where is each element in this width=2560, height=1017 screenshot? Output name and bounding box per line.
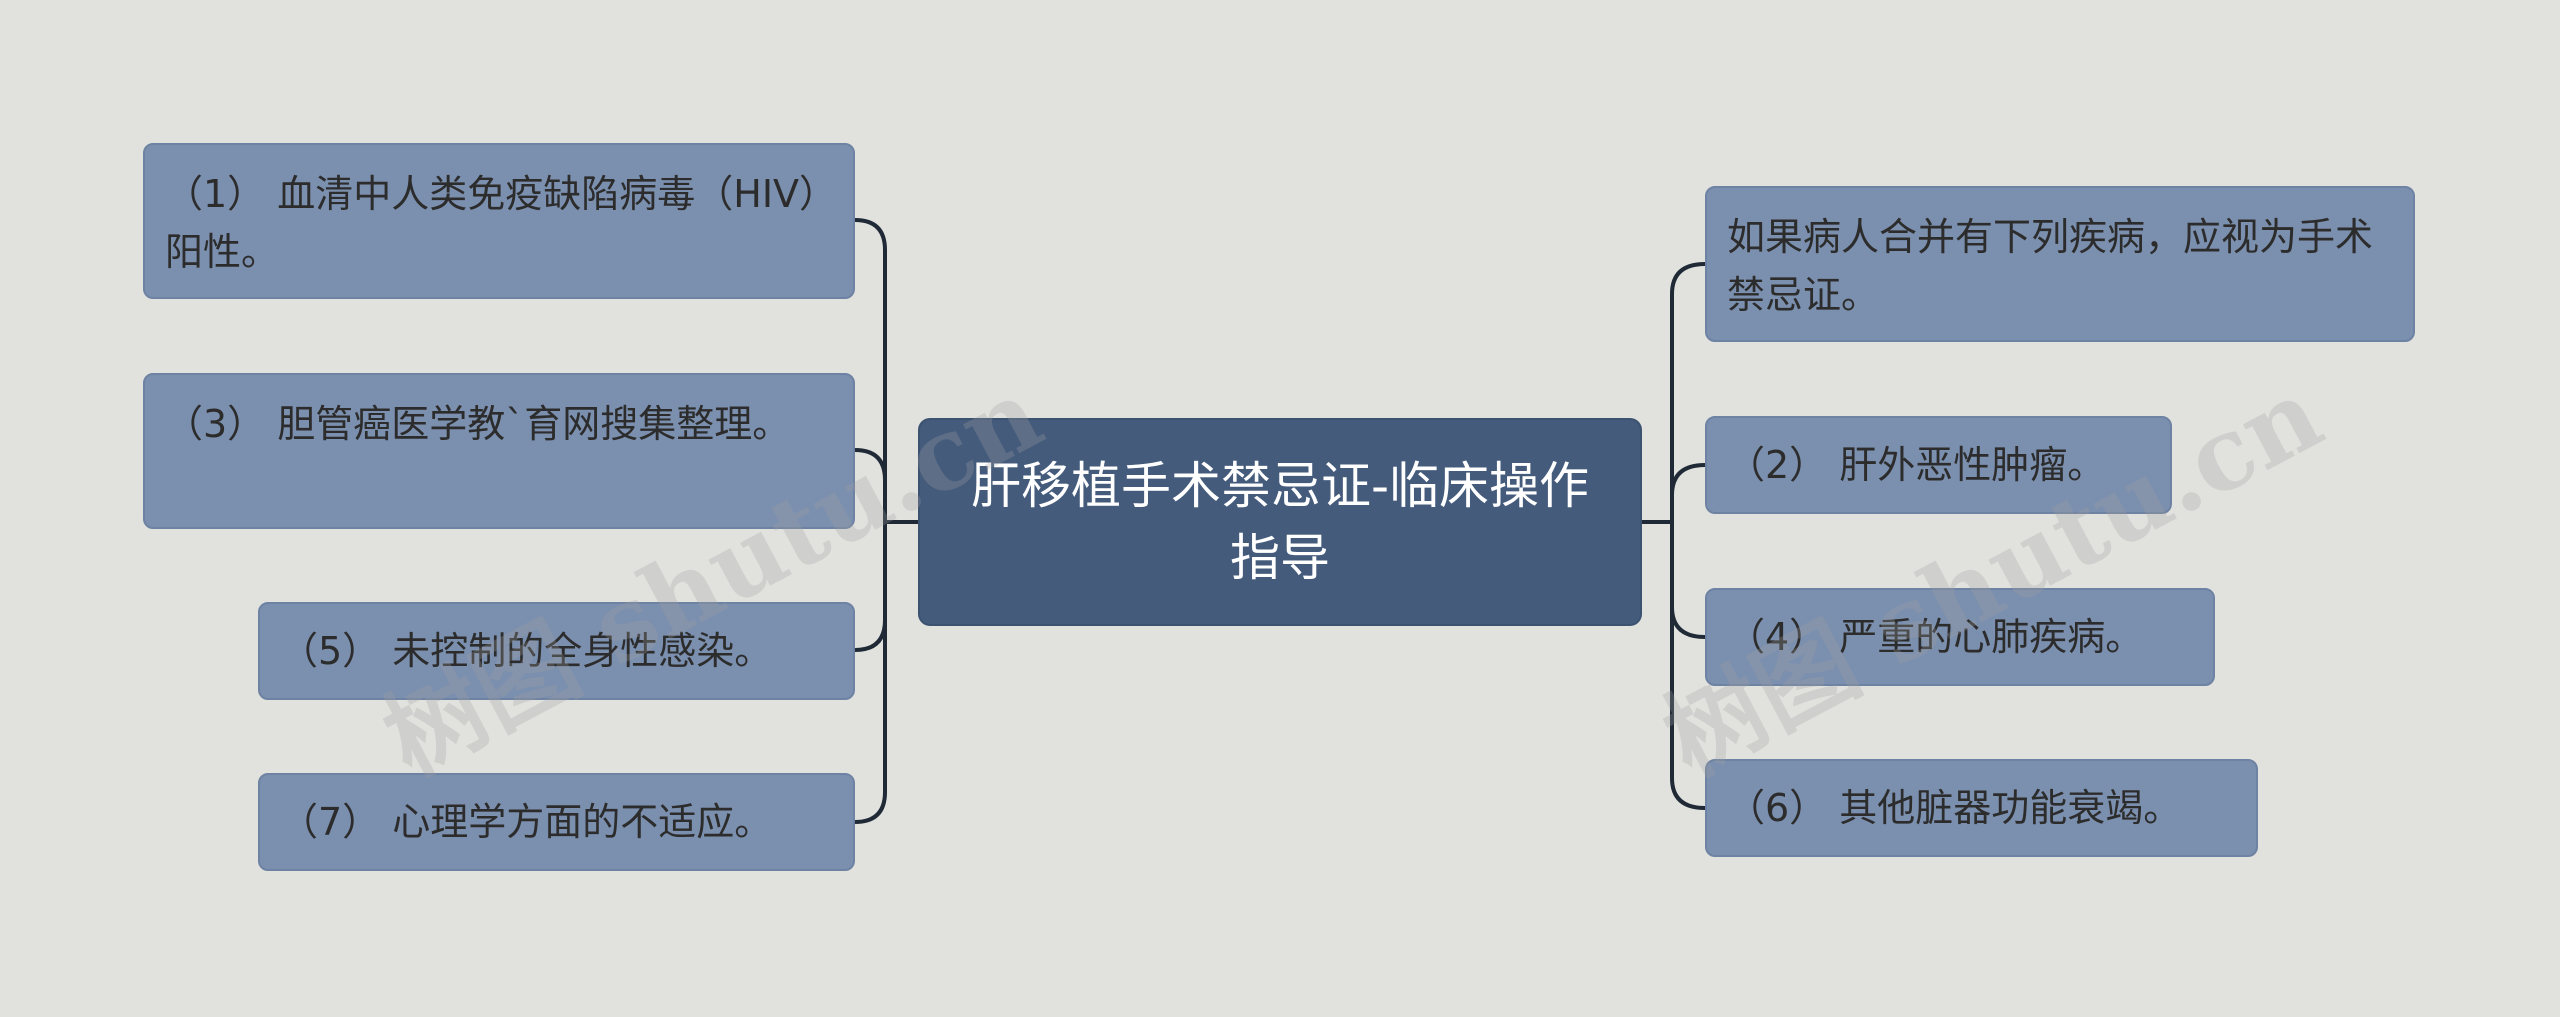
connector-left-3: [853, 448, 887, 524]
left-node-7[interactable]: （7） 心理学方面的不适应。: [258, 773, 855, 871]
connector-right-4: [1670, 520, 1707, 639]
connector-right-6: [1670, 520, 1707, 810]
right-node-6[interactable]: （6） 其他脏器功能衰竭。: [1705, 759, 2258, 857]
right-node-4[interactable]: （4） 严重的心肺疾病。: [1705, 588, 2215, 686]
left-node-3-text: （3） 胆管癌医学教`育网搜集整理。: [165, 402, 791, 446]
connector-right-0: [1670, 262, 1707, 524]
connector-right-2: [1670, 463, 1707, 524]
right-node-intro-text: 如果病人合并有下列疾病，应视为手术禁忌证。: [1727, 215, 2374, 317]
connector-left-7: [853, 520, 887, 824]
right-node-intro[interactable]: 如果病人合并有下列疾病，应视为手术禁忌证。: [1705, 186, 2415, 342]
right-node-2[interactable]: （2） 肝外恶性肿瘤。: [1705, 416, 2172, 514]
right-node-2-text: （2） 肝外恶性肿瘤。: [1727, 443, 2106, 487]
left-node-3[interactable]: （3） 胆管癌医学教`育网搜集整理。: [143, 373, 855, 529]
root-title: 肝移植手术禁忌证-临床操作指导: [970, 457, 1590, 587]
right-node-6-text: （6） 其他脏器功能衰竭。: [1727, 786, 2182, 830]
connector-left-5: [853, 520, 887, 652]
left-node-1-text: （1） 血清中人类免疫缺陷病毒（HIV）阳性。: [165, 172, 819, 274]
left-node-5-text: （5） 未控制的全身性感染。: [280, 629, 773, 673]
left-node-5[interactable]: （5） 未控制的全身性感染。: [258, 602, 855, 700]
left-node-1[interactable]: （1） 血清中人类免疫缺陷病毒（HIV）阳性。: [143, 143, 855, 299]
connector-left-1: [853, 218, 887, 524]
right-node-4-text: （4） 严重的心肺疾病。: [1727, 615, 2144, 659]
left-node-7-text: （7） 心理学方面的不适应。: [280, 800, 773, 844]
root-node[interactable]: 肝移植手术禁忌证-临床操作指导: [918, 418, 1642, 626]
